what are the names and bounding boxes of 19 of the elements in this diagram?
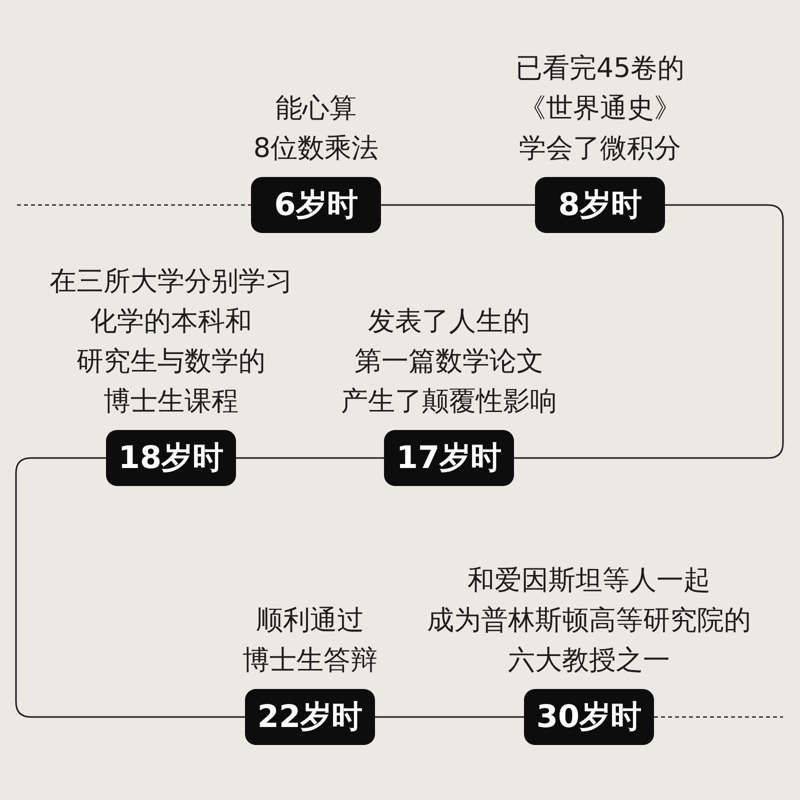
- dashed-line: [17, 204, 251, 206]
- age-tag: 22岁时: [245, 689, 375, 745]
- connector-line: [375, 716, 524, 718]
- milestone-text: 能心算8位数乘法: [253, 92, 379, 166]
- connector-line: [236, 457, 384, 459]
- age-tag: 8岁时: [535, 177, 665, 233]
- milestone-text: 发表了人生的第一篇数学论文产生了颠覆性影响: [341, 305, 557, 419]
- connector-line: [381, 204, 535, 206]
- connector-line: [514, 204, 784, 459]
- milestone-text: 在三所大学分别学习化学的本科和研究生与数学的博士生课程: [50, 265, 292, 419]
- milestone-text: 已看完45卷的《世界通史》学会了微积分: [515, 52, 685, 166]
- milestone-text: 和爱因斯坦等人一起成为普林斯顿高等研究院的六大教授之一: [427, 564, 751, 678]
- age-tag: 18岁时: [106, 430, 236, 486]
- age-tag: 17岁时: [384, 430, 514, 486]
- age-tag: 30岁时: [524, 689, 654, 745]
- milestone-text: 顺利通过博士生答辩: [242, 604, 378, 678]
- dashed-line: [654, 716, 783, 718]
- connector-line: [15, 457, 245, 718]
- age-tag: 6岁时: [251, 177, 381, 233]
